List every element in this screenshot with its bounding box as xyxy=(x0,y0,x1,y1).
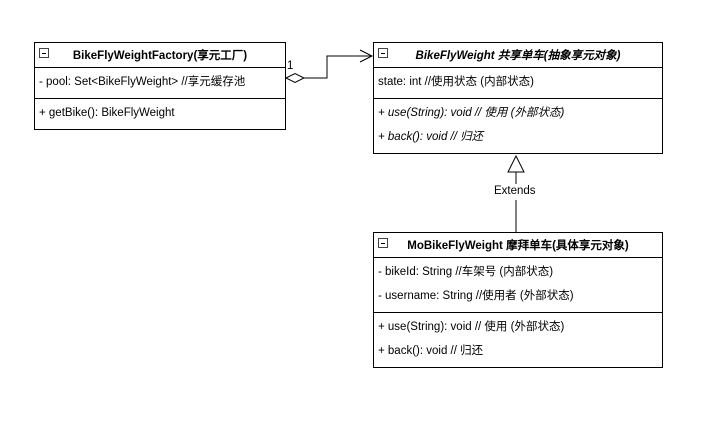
class-title: BikeFlyWeight 共享单车(抽象享元对象) xyxy=(415,50,621,62)
attribute-row[interactable]: - username: String //使用者 (外部状态) xyxy=(378,290,574,302)
attributes-section: state: int //使用状态 (内部状态) xyxy=(374,68,662,99)
attribute-row[interactable]: - bikeId: String //车架号 (内部状态) xyxy=(378,266,554,278)
aggregation-multiplicity: 1 xyxy=(287,60,294,72)
inheritance-label: Extends xyxy=(494,185,536,197)
class-title: BikeFlyWeightFactory(享元工厂) xyxy=(72,50,248,62)
attributes-section: - bikeId: String //车架号 (内部状态) - username… xyxy=(374,258,662,313)
class-mobike-flyweight[interactable]: MoBikeFlyWeight 摩拜单车(具体享元对象) - bikeId: S… xyxy=(373,232,663,368)
collapse-icon[interactable] xyxy=(378,238,388,248)
attribute-row[interactable]: - pool: Set<BikeFlyWeight> //享元缓存池 xyxy=(39,76,246,88)
aggregation-arrowhead xyxy=(359,49,374,63)
operation-row[interactable]: + getBike(): BikeFlyWeight xyxy=(39,107,175,119)
aggregation-diamond xyxy=(284,72,306,84)
attributes-section: - pool: Set<BikeFlyWeight> //享元缓存池 xyxy=(35,68,285,99)
inheritance-triangle xyxy=(507,154,525,173)
operations-section: + getBike(): BikeFlyWeight xyxy=(35,99,285,129)
inheritance-edge[interactable] xyxy=(507,154,525,232)
class-header: BikeFlyWeightFactory(享元工厂) xyxy=(35,43,285,68)
class-title: MoBikeFlyWeight 摩拜单车(具体享元对象) xyxy=(407,240,629,252)
class-header: BikeFlyWeight 共享单车(抽象享元对象) xyxy=(374,43,662,68)
collapse-icon[interactable] xyxy=(39,48,49,58)
collapse-icon[interactable] xyxy=(378,48,388,58)
operation-row[interactable]: + use(String): void // 使用 (外部状态) xyxy=(378,321,565,333)
operation-row[interactable]: + back(): void // 归还 xyxy=(378,345,484,357)
class-bike-flyweight[interactable]: BikeFlyWeight 共享单车(抽象享元对象) state: int //… xyxy=(373,42,663,154)
operation-row[interactable]: + use(String): void // 使用 (外部状态) xyxy=(378,107,565,119)
operations-section: + use(String): void // 使用 (外部状态) + back(… xyxy=(374,313,662,367)
class-bike-flyweight-factory[interactable]: BikeFlyWeightFactory(享元工厂) - pool: Set<B… xyxy=(34,42,286,130)
class-header: MoBikeFlyWeight 摩拜单车(具体享元对象) xyxy=(374,233,662,258)
attribute-row[interactable]: state: int //使用状态 (内部状态) xyxy=(378,76,534,88)
operations-section: + use(String): void // 使用 (外部状态) + back(… xyxy=(374,99,662,153)
operation-row[interactable]: + back(): void // 归还 xyxy=(378,131,484,143)
aggregation-edge[interactable] xyxy=(284,49,374,84)
